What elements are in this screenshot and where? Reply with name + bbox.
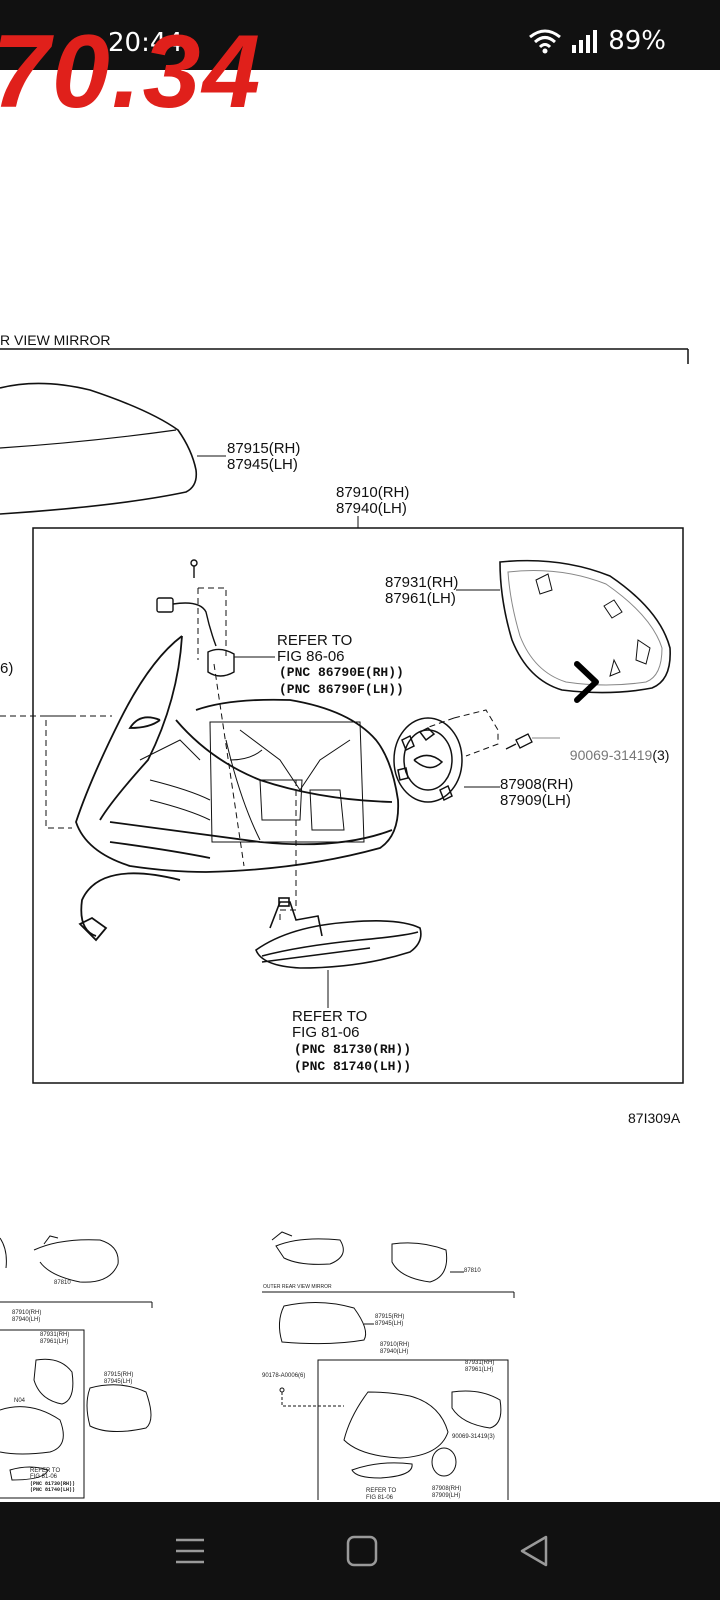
mirror-parts-diagram [0,348,689,1500]
chevron-right-icon [574,661,599,703]
callout-screw: 90069-31419(3) [569,747,670,763]
navigation-bar [0,1502,720,1600]
signal-icon [572,30,598,53]
thumbnail-left-drawing [0,1235,153,1499]
mirror-glass-drawing [499,559,671,694]
figure-id: 87I309A [628,1110,681,1126]
mirror-cover-drawing [0,382,198,515]
assembly-box [32,527,684,1084]
home-icon[interactable] [342,1531,382,1571]
housing-internals [139,721,365,843]
back-icon[interactable] [514,1531,554,1571]
actuator-drawing [393,717,463,803]
battery-level: 89% [608,26,666,56]
callout-left-partial: 6) [0,660,14,677]
menu-icon[interactable] [170,1531,210,1571]
status-icons: 89% [528,26,666,56]
status-time: 20:44 [108,28,183,58]
page-number-large: 70.34 [0,14,263,130]
wifi-icon [529,29,562,54]
connector-drawing [156,559,235,677]
status-bar: 20:44 89% [0,0,720,70]
turn-signal-drawing [255,897,422,969]
section-title: R VIEW MIRROR [0,332,111,348]
screw-drawing [505,733,533,750]
thumbnail-right-drawing [262,1231,515,1500]
